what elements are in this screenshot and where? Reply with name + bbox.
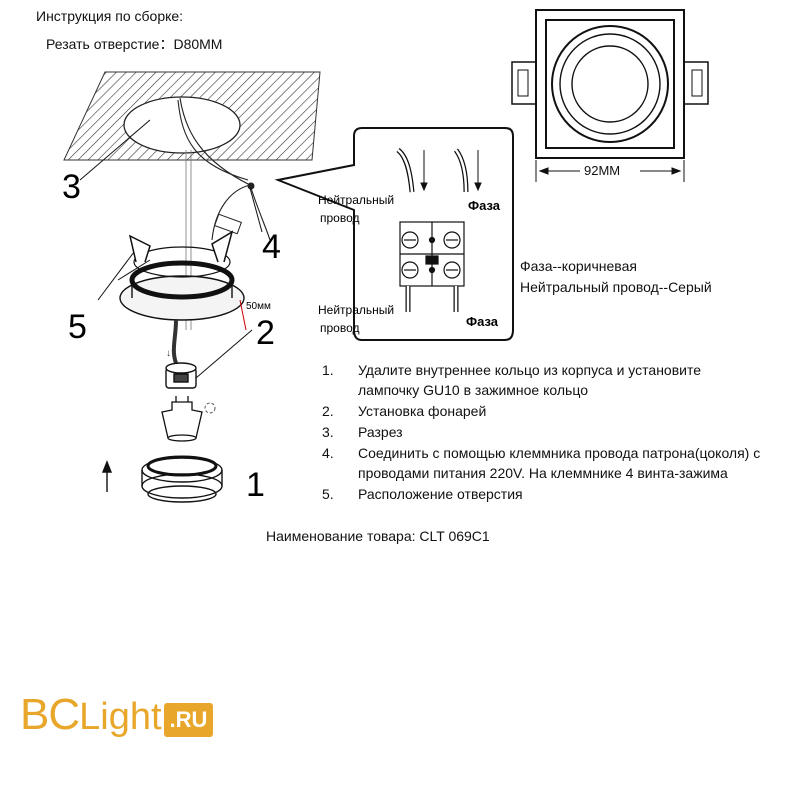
wiring-callout bbox=[274, 127, 514, 341]
label-4: 4 bbox=[262, 228, 281, 266]
fixture-top-view bbox=[511, 9, 709, 159]
label-2: 2 bbox=[256, 314, 275, 352]
depth-label: 50мм bbox=[246, 301, 271, 312]
wire-terminal bbox=[214, 182, 255, 235]
label-5: 5 bbox=[68, 308, 87, 346]
ceiling-slab bbox=[63, 71, 321, 161]
callout-phase-top: Фаза bbox=[468, 198, 501, 213]
step-item: 4.Соединить с помощью клеммника провода … bbox=[322, 445, 761, 481]
step-item: 3.Разрез bbox=[322, 424, 403, 440]
instruction-title: Инструкция по сборке: bbox=[36, 8, 184, 24]
callout-neutral-bottom: Нейтральный bbox=[318, 303, 394, 317]
callout-phase-bottom: Фаза bbox=[466, 314, 499, 329]
width-dimension bbox=[535, 160, 685, 182]
logo-bc: BC bbox=[20, 690, 80, 739]
bclight-logo: BC Light .RU bbox=[20, 690, 214, 750]
product-name: Наименование товара: CLT 069C1 bbox=[266, 528, 490, 544]
gu10-lamp bbox=[161, 396, 203, 442]
gu10-socket bbox=[165, 362, 197, 389]
legend-neutral: Нейтральный провод--Серый bbox=[520, 279, 712, 295]
hole-size-label: Резать отверстие：D80MM bbox=[46, 36, 223, 52]
step-item: 5.Расположение отверстия bbox=[322, 486, 523, 502]
legend-phase: Фаза--коричневая bbox=[520, 258, 637, 274]
step-item: 1.Удалите внутреннее кольцо из корпуса и… bbox=[322, 362, 702, 398]
steps-list: 1.Удалите внутреннее кольцо из корпуса и… bbox=[322, 360, 762, 505]
svg-text:↓: ↓ bbox=[166, 348, 171, 359]
fixture-housing bbox=[119, 230, 245, 321]
label-1: 1 bbox=[246, 466, 265, 504]
logo-ru: .RU bbox=[163, 703, 214, 737]
socket-cable bbox=[171, 319, 180, 369]
step-item: 2.Установка фонарей bbox=[322, 403, 487, 419]
callout-neutral-top-2: провод bbox=[320, 211, 360, 225]
rotate-symbol bbox=[204, 402, 216, 414]
logo-light: Light bbox=[79, 696, 162, 738]
label-3: 3 bbox=[62, 168, 81, 206]
width-label: 92MM bbox=[584, 163, 621, 178]
leader-lines bbox=[79, 119, 263, 379]
callout-neutral-top: Нейтральный bbox=[318, 193, 394, 207]
terminal-block-icon bbox=[399, 221, 465, 287]
depth-marker bbox=[239, 299, 247, 331]
inner-ring bbox=[141, 455, 223, 503]
supply-wires bbox=[177, 97, 271, 241]
callout-neutral-bottom-2: провод bbox=[320, 321, 360, 335]
arrow-up-icon bbox=[101, 460, 113, 492]
